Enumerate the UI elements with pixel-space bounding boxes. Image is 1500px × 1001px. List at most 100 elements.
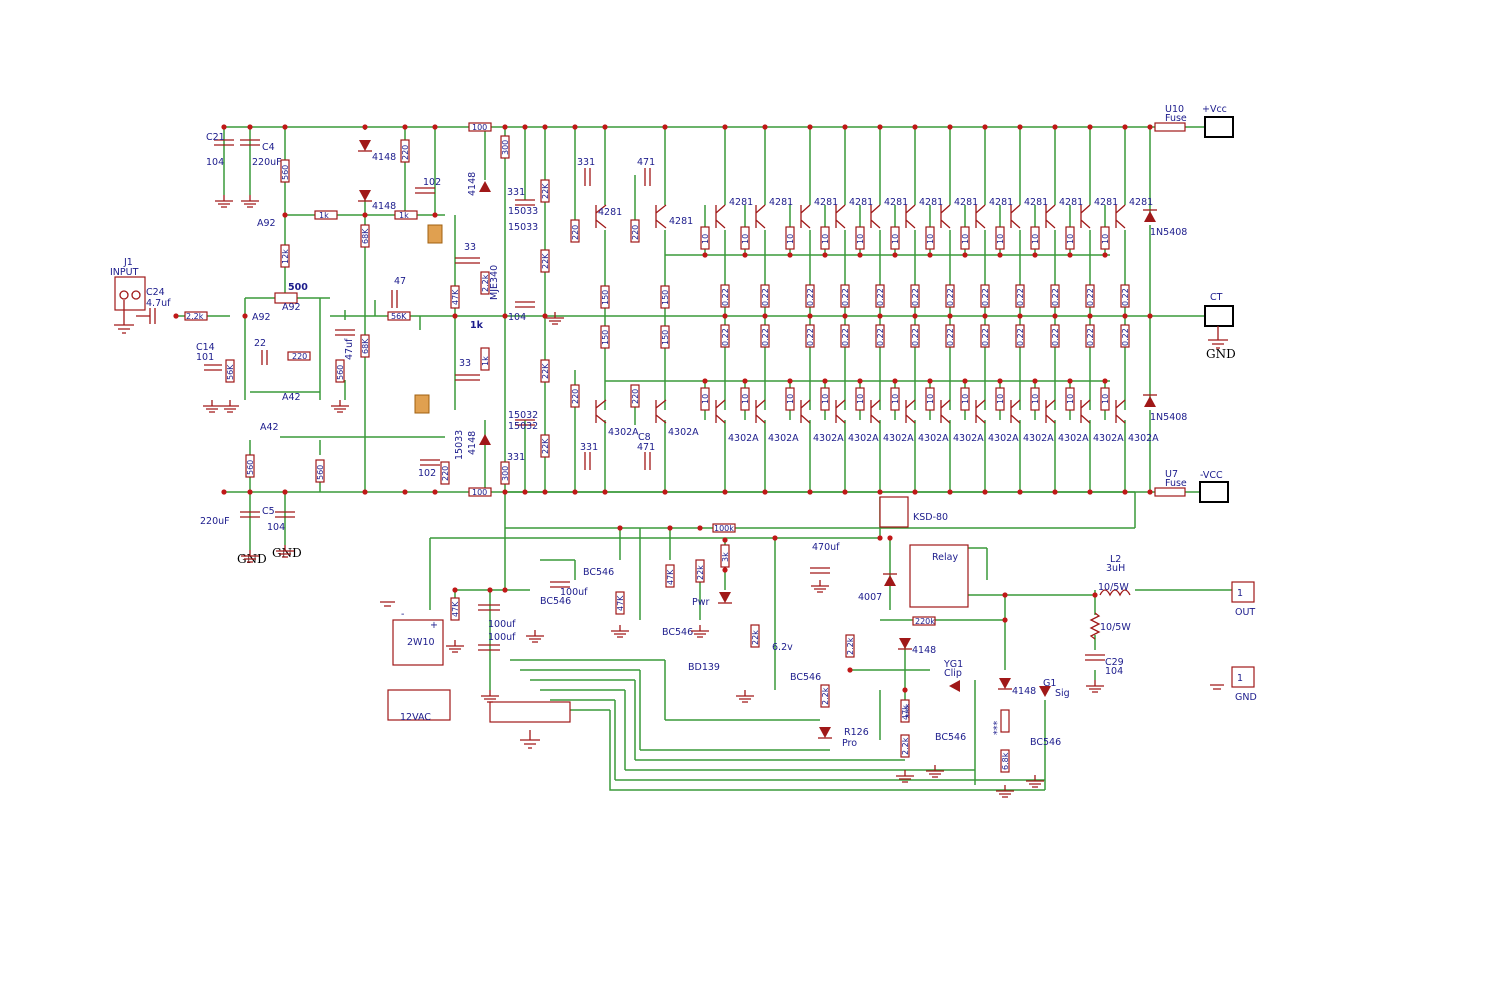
base-resistor [925,226,935,250]
ground-icon [736,690,754,703]
svg-text:47K: 47K [451,289,460,305]
svg-text:4148: 4148 [912,645,936,656]
base-resistor-label: 10 [891,234,900,244]
svg-text:22k: 22k [751,630,760,645]
emitter-resistor [805,324,815,348]
svg-text:1k: 1k [319,211,329,220]
base-resistor [890,387,900,411]
npn-label: 4281 [849,197,873,208]
output-transistor-symbol [940,204,951,424]
junction-dot [617,525,623,531]
base-resistor-label: 10 [821,234,830,244]
ground-icon [215,195,233,208]
junction-dot [857,252,863,258]
npn-label: 4281 [954,197,978,208]
svg-text:3uH: 3uH [1106,563,1125,574]
svg-text:560: 560 [316,465,325,480]
output-transistor-symbol [755,204,766,424]
driver-transistors: 220 220 150 150 150 150 220 220 331 471 … [570,127,699,492]
junction-dot [762,489,768,495]
junction-dot [667,525,673,531]
output-transistor-symbol [835,204,846,424]
emitter-resistor-label: 0.22 [761,288,770,306]
svg-text:CT: CT [1210,292,1223,303]
npn-label: 4281 [989,197,1013,208]
base-resistor [1100,387,1110,411]
ground-icon [611,625,629,638]
output-bus [999,127,1021,492]
junction-dot [282,124,288,130]
junction-dot [762,124,768,130]
junction-dots [173,124,1153,693]
emitter-resistor [875,284,885,308]
base-resistor-label: 10 [1066,394,1075,404]
junction-dot [1122,313,1128,319]
npn-label: 4281 [1094,197,1118,208]
output-transistor-symbol [905,204,916,424]
emitter-resistor-label: 0.22 [841,328,850,346]
junction-dot [807,489,813,495]
base-resistor [1100,226,1110,250]
pnp-label: 4302A [813,433,844,444]
junction-dot [722,537,728,543]
base-resistor [1065,226,1075,250]
emitter-resistor [805,284,815,308]
svg-text:560: 560 [336,365,345,380]
junction-dot [912,124,918,130]
svg-text:33: 33 [459,358,471,369]
junction-dot [877,489,883,495]
output-bus [704,127,726,492]
ground-icon [896,770,914,783]
junction-dot [1122,489,1128,495]
npn-label: 4281 [1059,197,1083,208]
junction-dot [432,212,438,218]
svg-text:47K: 47K [666,569,675,585]
emitter-resistor [1015,284,1025,308]
terminal-ct: CT GND [1204,292,1236,361]
junction-dot [1067,252,1073,258]
base-resistor-label: 10 [1101,234,1110,244]
junction-dot [762,313,768,319]
junction-dot [362,124,368,130]
junction-dot [722,489,728,495]
ground-icon [926,765,944,778]
ground-icon [481,690,499,703]
emitter-resistor [720,324,730,348]
output-transistor-symbol [870,204,881,424]
emitter-resistor [1050,284,1060,308]
svg-text:BC546: BC546 [1030,737,1061,748]
junction-dot [1052,313,1058,319]
base-resistor-label: 10 [961,394,970,404]
emitter-resistor-label: 0.22 [721,288,730,306]
svg-text:33: 33 [464,242,476,253]
junction-dot [282,489,288,495]
svg-text:500: 500 [288,282,308,293]
svg-text:3k: 3k [721,552,730,562]
base-resistor [890,226,900,250]
svg-text:100: 100 [472,123,487,132]
emitter-resistor [760,324,770,348]
svg-text:BC546: BC546 [583,567,614,578]
svg-text:4281: 4281 [598,207,622,218]
base-resistor-label: 10 [891,394,900,404]
junction-dot [927,378,933,384]
junction-dot [697,525,703,531]
svg-text:47uf: 47uf [344,338,355,360]
svg-text:331: 331 [507,452,525,463]
pnp-label: 4302A [1023,433,1054,444]
base-resistor-label: 10 [786,394,795,404]
svg-text:1N5408: 1N5408 [1150,412,1187,423]
junction-dot [662,124,668,130]
svg-text:47K: 47K [451,601,460,617]
base-resistor-label: 10 [1031,234,1040,244]
svg-text:1k: 1k [470,320,484,331]
junction-dot [807,313,813,319]
output-bus [929,127,951,492]
junction-dot [702,378,708,384]
svg-text:4148: 4148 [372,152,396,163]
pnp-label: 4302A [988,433,1019,444]
svg-text:C21: C21 [206,132,225,143]
junction-dot [887,535,893,541]
junction-dot [822,252,828,258]
svg-text:150: 150 [661,330,670,345]
